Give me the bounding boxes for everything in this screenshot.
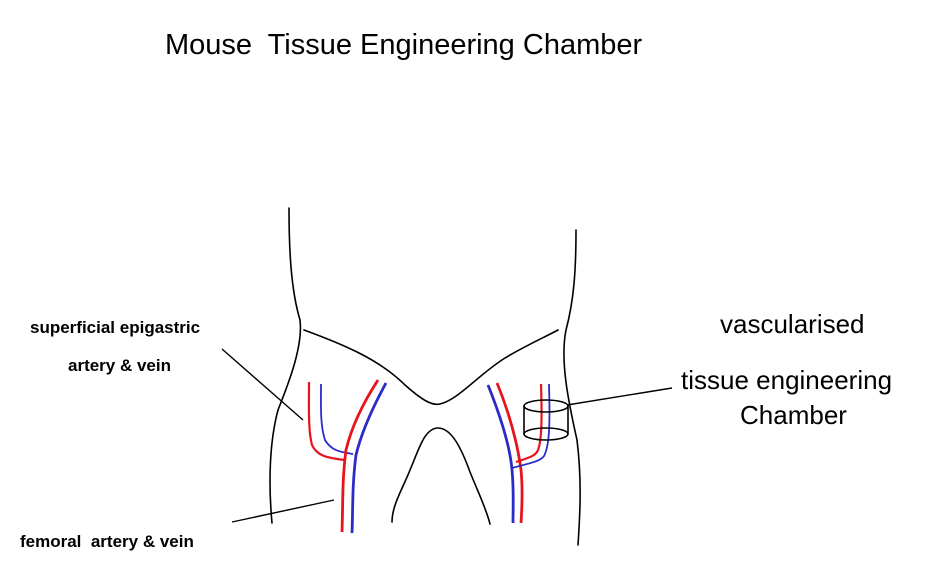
label-chamber-line3: Chamber	[740, 400, 847, 430]
left-body-contour	[269, 207, 302, 524]
abdomen-curve	[303, 329, 559, 406]
label-chamber-line2: tissue engineering	[681, 365, 892, 395]
leader-chamber	[566, 387, 673, 406]
leader-femoral	[231, 499, 335, 523]
right-epigastric-artery	[515, 383, 543, 464]
right-femoral-vein	[486, 384, 515, 524]
left-epigastric-vein	[320, 383, 354, 455]
label-epigastric-line1: superficial epigastric	[30, 318, 200, 337]
chamber-bottom-rim	[523, 427, 569, 441]
left-vessels	[307, 379, 388, 534]
diagram-title: Mouse Tissue Engineering Chamber	[165, 29, 642, 61]
label-epigastric-line2: artery & vein	[68, 356, 171, 375]
label-femoral: femoral artery & vein	[20, 532, 194, 551]
right-femoral-artery	[495, 382, 524, 524]
left-femoral-vein	[350, 382, 388, 534]
right-body-contour	[563, 229, 581, 546]
left-femoral-artery	[340, 379, 380, 533]
label-chamber-line1: vascularised	[720, 309, 865, 339]
leader-epigastric	[221, 348, 304, 421]
chamber-top-rim	[523, 399, 569, 413]
right-vessels	[486, 382, 551, 524]
left-epigastric-artery	[307, 381, 345, 462]
tail-base-arch	[391, 427, 491, 525]
mouse-body-outline	[269, 207, 581, 546]
tissue-engineering-chamber	[523, 399, 569, 441]
